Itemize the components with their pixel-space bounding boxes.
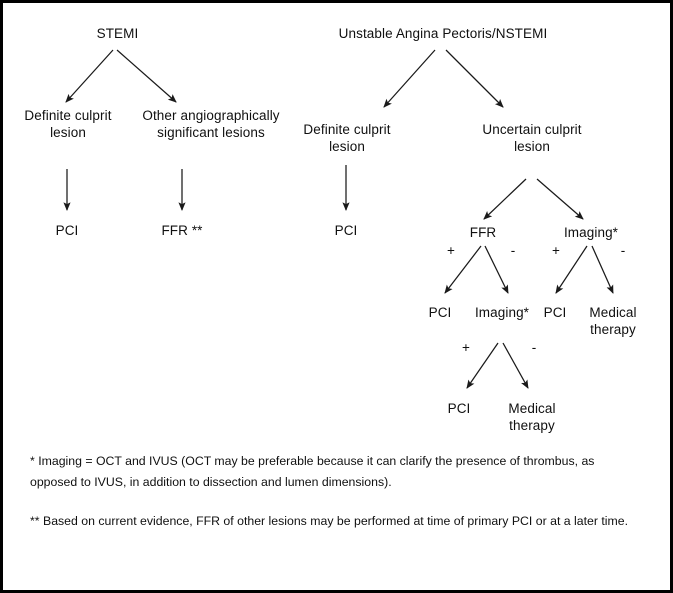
arrow-imaging-negative <box>591 245 614 294</box>
node-ffr-positive-pci: PCI <box>428 305 452 320</box>
footnote-ffr: ** Based on current evidence, FFR of oth… <box>30 514 629 528</box>
node-stemi-definite-culprit: Definite culprit lesion <box>24 108 112 140</box>
node-imaging-negative-medical-therapy: Medical therapy <box>589 305 637 337</box>
label-ffr-negative: - <box>510 243 516 258</box>
label-final-negative: - <box>531 340 537 355</box>
node-stemi-other-lesions: Other angiographically significant lesio… <box>142 108 280 140</box>
label-final-positive: + <box>462 340 470 355</box>
node-imaging-positive-pci: PCI <box>543 305 567 320</box>
node-stemi-title: STEMI <box>96 26 139 41</box>
label-imaging-negative: - <box>620 243 626 258</box>
arrow-nstemi-to-uncertain <box>445 49 504 108</box>
node-ffr: FFR <box>469 225 497 240</box>
arrow-stemi-to-definite <box>65 49 114 103</box>
node-imaging-top: Imaging* <box>563 225 619 240</box>
node-nstemi-definite-pci: PCI <box>334 223 358 238</box>
node-final-pci: PCI <box>447 401 471 416</box>
node-ffr-negative-imaging: Imaging* <box>474 305 530 320</box>
arrow-nstemi-to-definite <box>383 49 436 108</box>
node-stemi-pci: PCI <box>55 223 79 238</box>
footnote-imaging: * Imaging = OCT and IVUS (OCT may be pre… <box>30 454 595 489</box>
arrow-stemi-to-other <box>116 49 177 103</box>
arrow-uncertain-to-ffr <box>483 178 527 220</box>
node-stemi-ffr: FFR ** <box>161 223 203 238</box>
node-nstemi-definite-culprit: Definite culprit lesion <box>303 122 391 154</box>
node-final-medical-therapy: Medical therapy <box>508 401 556 433</box>
label-imaging-positive: + <box>552 243 560 258</box>
arrow-ffr-negative <box>484 245 509 294</box>
arrow-uncertain-to-imaging <box>536 178 584 220</box>
arrow-final-negative <box>502 342 529 389</box>
node-nstemi-title: Unstable Angina Pectoris/NSTEMI <box>338 26 548 41</box>
label-ffr-positive: + <box>447 243 455 258</box>
node-nstemi-uncertain-culprit: Uncertain culprit lesion <box>482 122 582 154</box>
arrow-layer <box>63 49 614 389</box>
